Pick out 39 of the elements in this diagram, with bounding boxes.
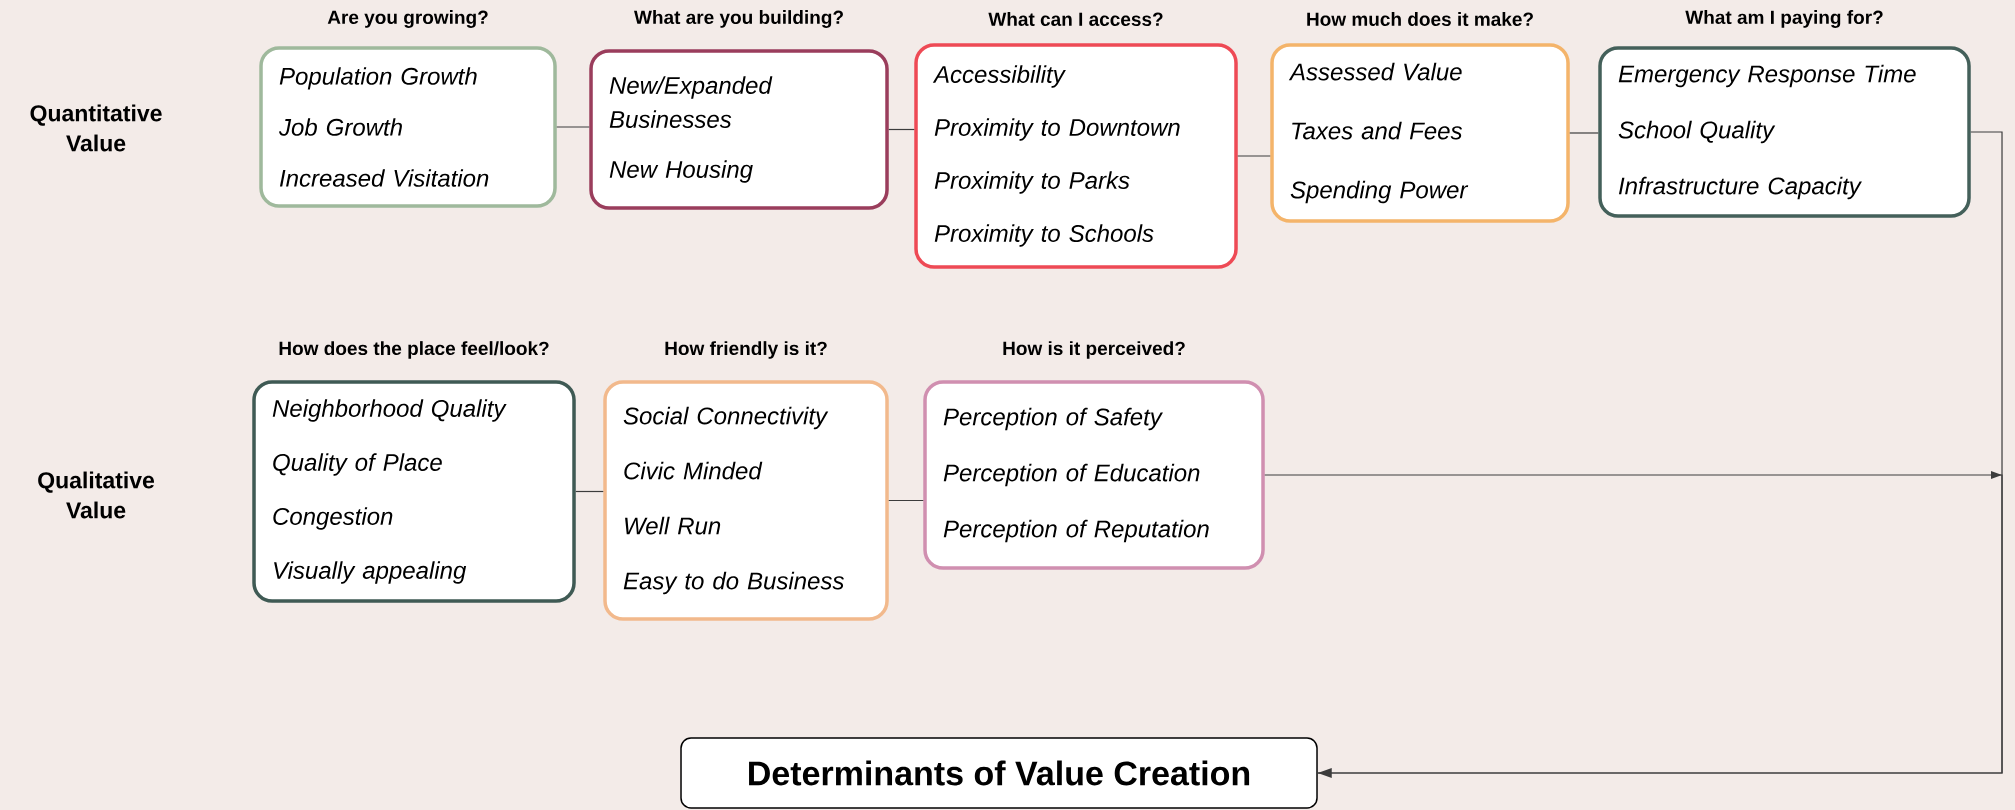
node-label: Well Run: [625, 516, 721, 535]
node-label: Social Connectivity: [623, 406, 829, 430]
connector-line: [556, 126, 590, 128]
connector-line: [575, 490, 604, 493]
arrowhead: [1317, 768, 1332, 778]
connector-line: [1569, 132, 1599, 134]
node-label: Proximity to Downtown: [934, 118, 1180, 141]
node-label: Congestion: [273, 507, 393, 530]
node-label: Neighborhood Quality: [272, 399, 507, 422]
question-heading: What can I access?: [988, 12, 1163, 26]
value-box: Accessibility Proximity to Downtown Proximity to Parks Proximity to Schools: [914, 43, 1238, 269]
connector-line: [888, 499, 924, 502]
node-label: Civic Minded: [624, 461, 763, 480]
connector-line: [1317, 131, 2003, 774]
question-heading: What are you building?: [634, 10, 843, 28]
question-heading: How much does it make?: [1307, 12, 1533, 26]
value-box: Social Connectivity Civic Minded Well Run Easy to do Business: [603, 380, 889, 621]
node-label: Visually appealing: [274, 561, 467, 584]
value-box: Emergency Response Time School Quality Infrastructure Capacity: [1598, 46, 1971, 218]
question-heading: How is it perceived?: [1003, 341, 1185, 359]
node-label: Easy to do Business: [623, 571, 844, 595]
value-box: Assessed Value Taxes and Fees Spending Power: [1270, 43, 1570, 223]
connector-line: [1237, 155, 1271, 157]
value-box: Perception of Safety Perception of Education Perception of Reputation: [923, 380, 1265, 570]
question-heading: How friendly is it?: [665, 341, 827, 359]
node-label: Accessibility: [932, 65, 1066, 88]
value-box: Neighborhood Quality Quality of Place Congestion Visually appealing: [252, 380, 576, 603]
question-heading: Are you growing?: [327, 10, 488, 28]
value-box: New/Expanded Businesses New Housing: [589, 49, 889, 210]
node-label: Quality of Place: [273, 453, 442, 476]
question-heading: What am I paying for?: [1685, 10, 1883, 28]
row-label: Qualitative Value: [38, 471, 155, 519]
connector-line: [888, 128, 915, 131]
node-label: Proximity to Parks: [934, 171, 1130, 194]
row-label: Quantitative Value: [30, 104, 162, 152]
node-label: Proximity to Schools: [934, 224, 1154, 247]
title-box: Determinants of Value Creation: [680, 737, 1318, 809]
question-heading: How does the place feel/look?: [279, 341, 549, 359]
value-box: Population Growth Job Growth Increased Visitation: [259, 46, 557, 208]
